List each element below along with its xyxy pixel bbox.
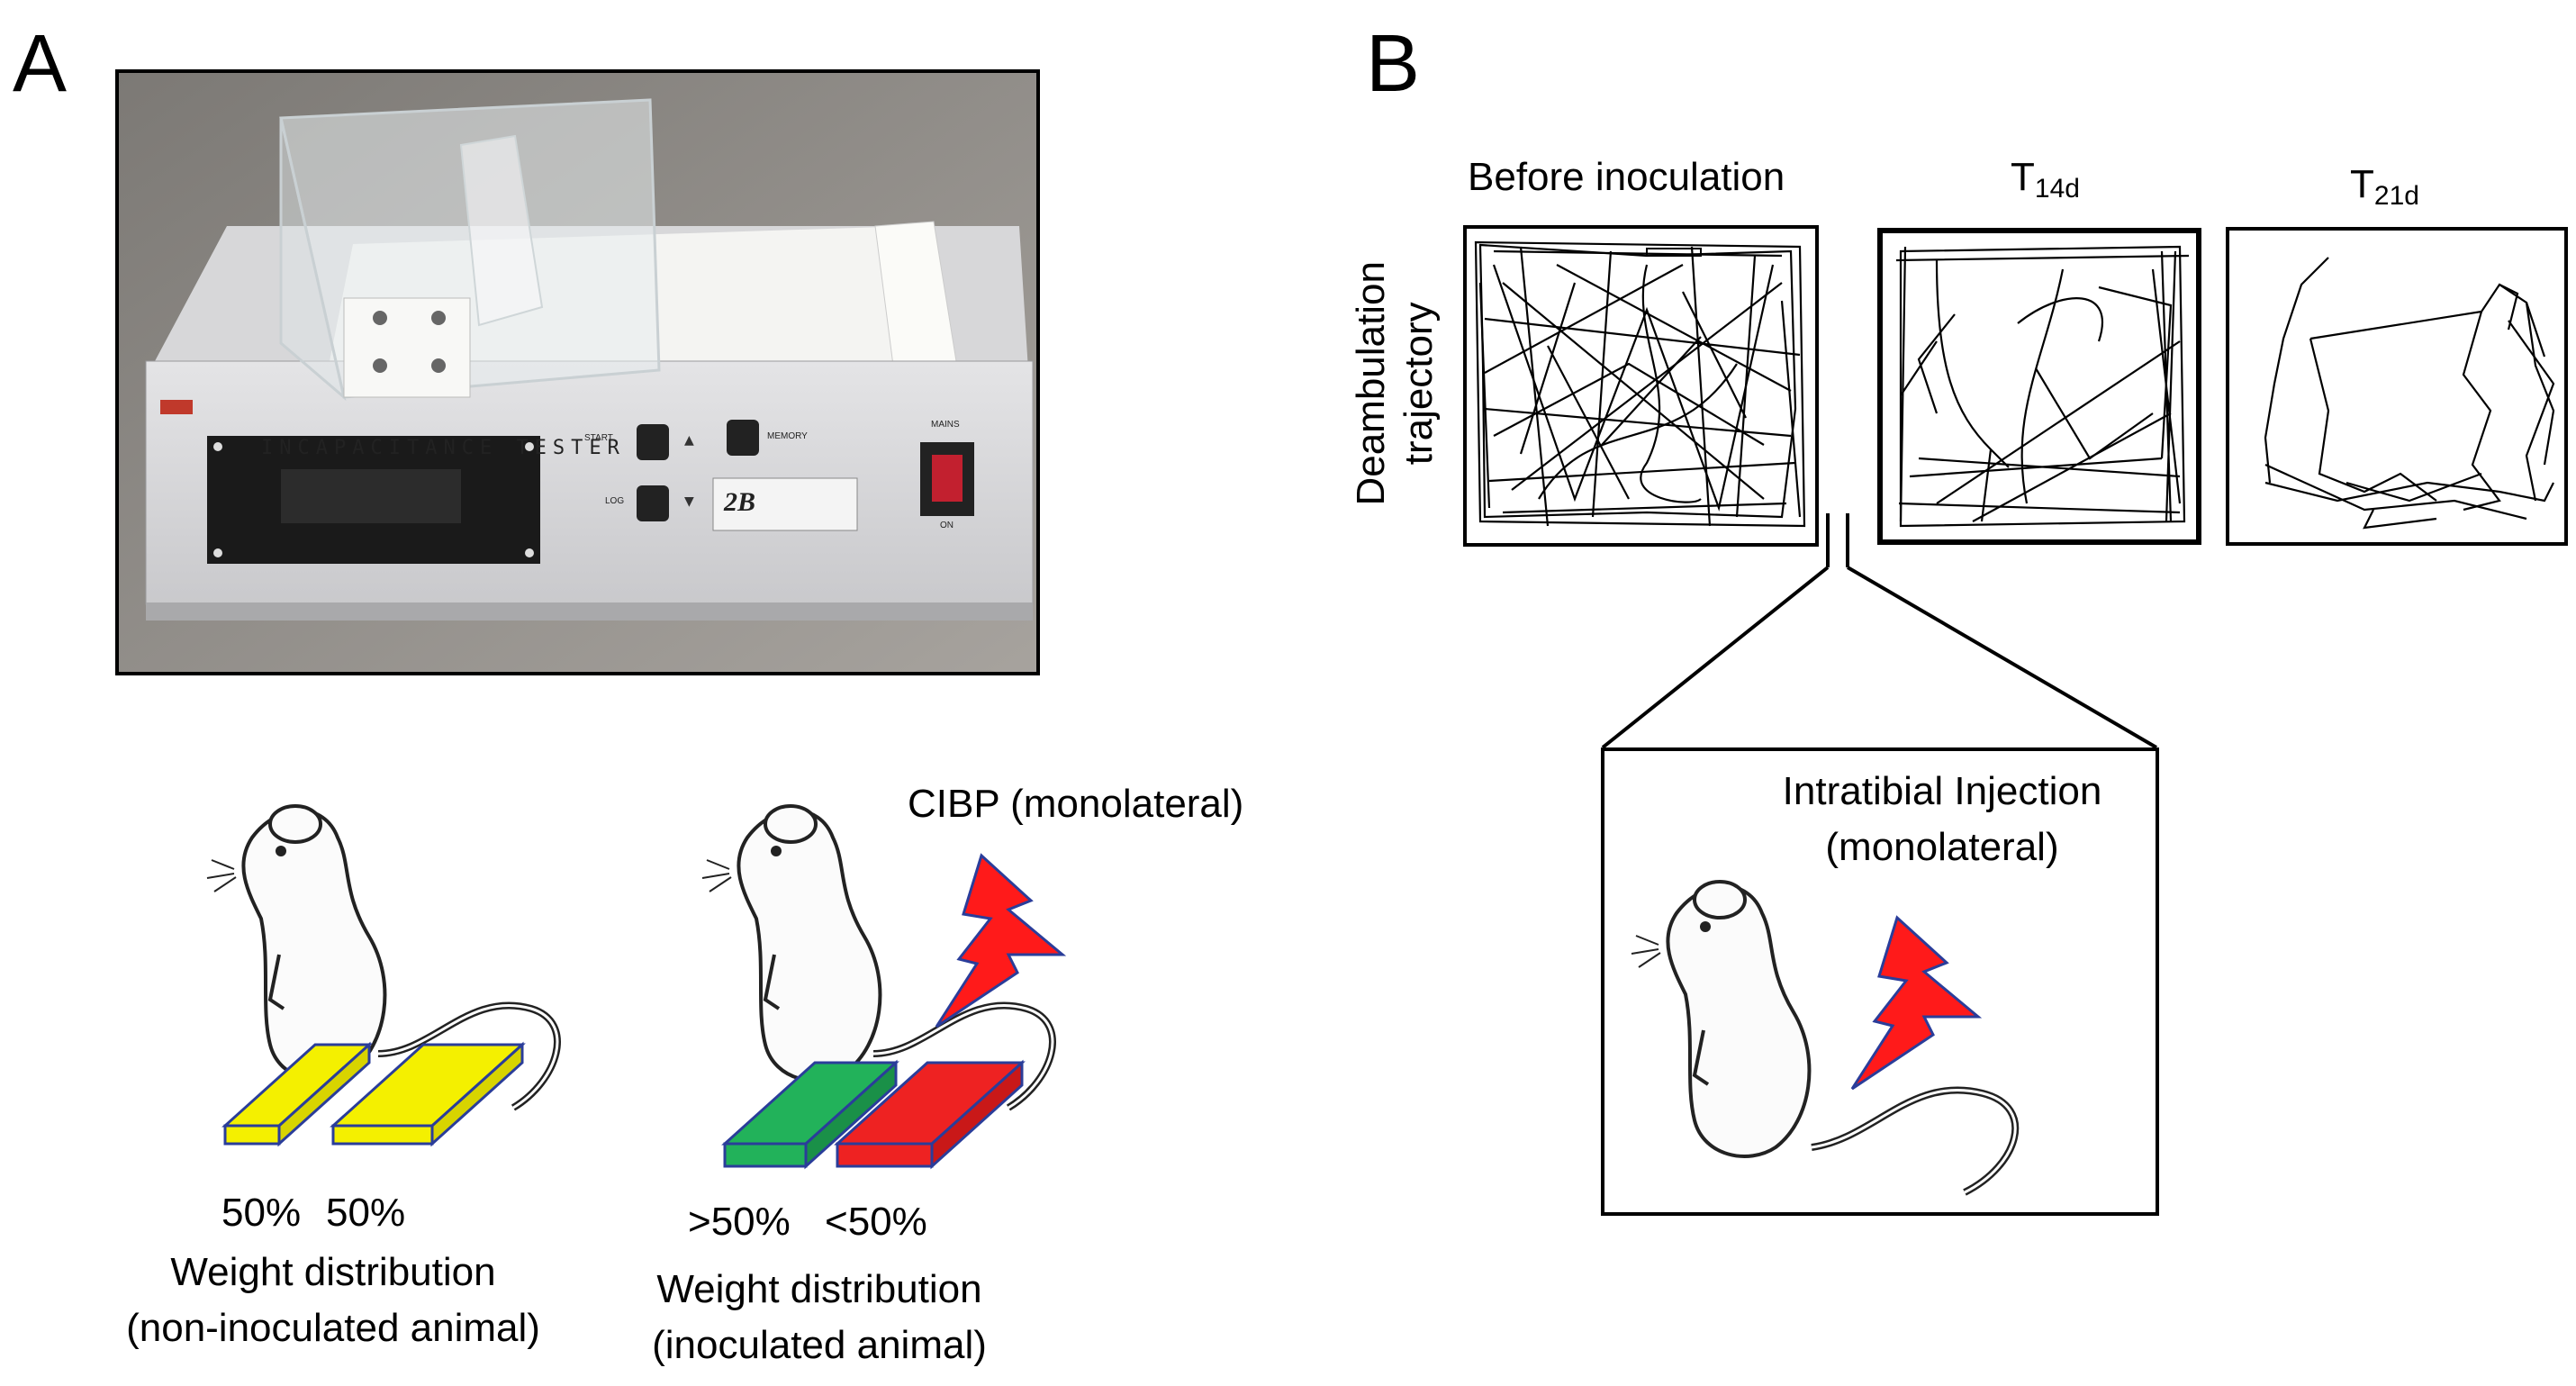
trajectory-box-t14 [1877,228,2201,545]
trajectory-box-before [1463,225,1819,547]
right-rat-left-pct: >50% [688,1200,791,1244]
inset-box: Intratibial Injection (monolateral) [1601,747,2159,1216]
mains-label: MAINS [931,420,960,430]
svg-text:▲: ▲ [684,433,694,448]
cibp-title: CIBP (monolateral) [908,782,1244,826]
device-label: INCAPACITANCE TESTER [261,437,626,459]
rat-inoculated-illustration [701,804,1056,1111]
memory-button-label: MEMORY [767,431,808,441]
deambulation-ylabel: Deambulation trajectory [1348,204,1443,564]
photo-illustration: ▲ ▼ [119,73,1036,672]
panel-b-letter: B [1366,19,1421,109]
start-button-label: START [584,433,613,443]
inset-line1: Intratibial Injection [1782,769,2102,813]
trajectory-path-before [1474,240,1806,528]
t14-main: T [2011,155,2035,199]
left-rat-right-pct: 50% [326,1191,406,1235]
right-rat-right-pct: <50% [825,1200,927,1244]
inset-rat-illustration [1631,880,2020,1196]
panel-a-letter: A [13,19,68,109]
left-rat-left-pct: 50% [221,1191,302,1235]
ylabel-line1: Deambulation [1349,261,1394,506]
t21-sub: 21d [2373,181,2419,211]
trajectory-path-t21 [2264,257,2555,530]
right-rat-caption-line1: Weight distribution [656,1267,982,1311]
trajectory-title-t14: T14d [2011,155,2080,204]
green-red-plates [721,1059,1026,1170]
svg-text:▼: ▼ [684,494,694,509]
pain-bolt-icon [935,853,1067,1028]
trajectory-title-t21: T21d [2350,162,2419,211]
incapacitance-tester-photo: ▲ ▼ INCAPACITANCE TESTER 2B START MEMORY… [115,69,1040,675]
right-rat-caption-line2: (inoculated animal) [652,1323,987,1367]
trajectory-path-t14 [1895,245,2190,528]
yellow-plates [221,1041,526,1147]
t14-sub: 14d [2034,174,2080,204]
on-label: ON [940,521,954,530]
t21-main: T [2350,162,2374,206]
left-rat-caption-line1: Weight distribution [170,1250,496,1294]
inset-bolt-icon [1850,915,1983,1091]
inset-line2: (monolateral) [1825,825,2059,869]
brand-label: 2B [724,487,756,517]
left-rat-caption-line2: (non-inoculated animal) [126,1306,540,1350]
log-button-label: LOG [605,496,625,506]
ylabel-line2: trajectory [1396,302,1441,466]
trajectory-title-before: Before inoculation [1468,155,1785,199]
rat-non-inoculated-illustration [206,804,561,1111]
trajectory-box-t21 [2226,227,2568,546]
